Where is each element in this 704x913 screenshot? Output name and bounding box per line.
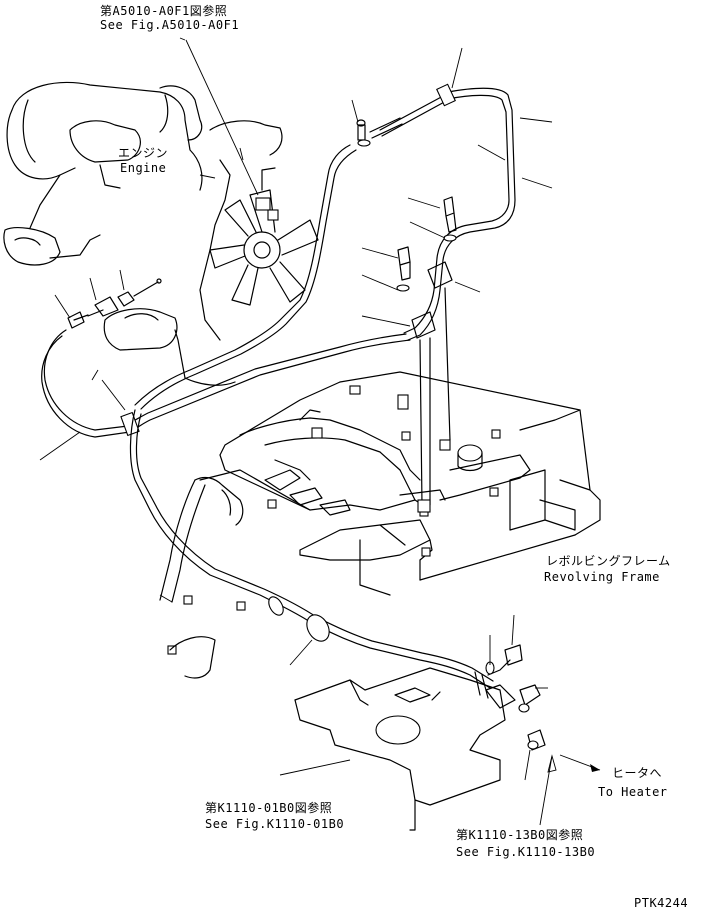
clamps <box>411 261 453 513</box>
ref-a5010-jp: 第A5010-A0F1図参照 <box>100 4 228 18</box>
heater-label-en: To Heater <box>598 785 668 799</box>
engine-label-jp: エンジン <box>118 146 169 160</box>
bolts <box>356 117 546 751</box>
ref-a5010-en: See Fig.A5010-A0F1 <box>100 18 240 32</box>
ref-k1300-en: See Fig.K1110-13B0 <box>456 845 596 859</box>
revolving-frame <box>159 371 601 679</box>
hose-left <box>41 329 140 438</box>
engine-label-en: Engine <box>120 161 167 175</box>
engine-outline <box>3 81 283 386</box>
ref-k0100-jp: 第K1110-01B0図参照 <box>205 801 333 815</box>
ref-k1300-jp: 第K1110-13B0図参照 <box>456 828 584 842</box>
fan <box>209 167 319 306</box>
frame-label-en: Revolving Frame <box>544 570 660 584</box>
ref-k0100-en: See Fig.K1110-01B0 <box>205 817 345 831</box>
hose-lower <box>129 409 494 689</box>
heater-label-jp: ヒータへ <box>612 766 663 780</box>
drawing-number: PTK4244 <box>634 896 689 910</box>
floor-cover <box>294 667 506 831</box>
leader-lines <box>39 37 601 826</box>
hose-upper <box>127 83 516 431</box>
engine-fittings <box>67 278 162 329</box>
frame-label-jp: レボルビングフレーム <box>546 554 671 568</box>
